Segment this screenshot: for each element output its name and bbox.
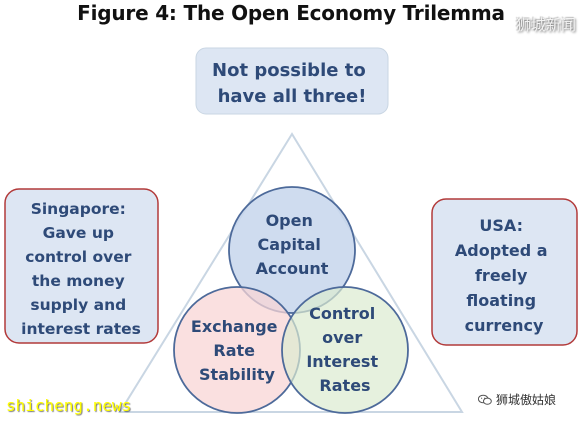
- usa-line: freely: [475, 266, 528, 285]
- figure-title: Figure 4: The Open Economy Trilemma: [77, 1, 505, 25]
- singapore-line: the money: [32, 272, 125, 290]
- open-capital-account-circle: [228, 186, 356, 314]
- interest-rates-line: Control: [309, 304, 375, 323]
- usa-box: [431, 198, 578, 346]
- open-capital-line: Account: [256, 259, 329, 278]
- singapore-line: interest rates: [21, 320, 141, 338]
- wechat-icon: [478, 394, 492, 405]
- interest-rates-line: Interest: [306, 352, 378, 371]
- usa-line: floating: [466, 291, 536, 310]
- usa-line: currency: [465, 316, 544, 335]
- svg-text:Control over Interest: Control over Interest Rates: [306, 304, 383, 395]
- exchange-rate-line: Rate: [213, 341, 255, 360]
- control-interest-rates-circle: [281, 286, 409, 414]
- singapore-box: [4, 188, 159, 344]
- callout-line: Not possible to: [212, 60, 366, 81]
- trilemma-triangle: [118, 132, 464, 413]
- watermark-top-right: 狮城新闻: [515, 16, 576, 34]
- usa-line: USA:: [479, 216, 523, 235]
- singapore-line: control over: [25, 248, 132, 266]
- callout-line: have all three!: [218, 86, 367, 107]
- svg-text:Singapore: Gave up con: Singapore: Gave up control over the mone…: [21, 200, 141, 338]
- svg-text:Open Capital Account: Open Capital Account: [256, 211, 329, 278]
- singapore-line: Gave up: [43, 224, 114, 242]
- watermark-account: 狮城傲姑娘: [478, 391, 556, 408]
- svg-text:Exchange Rate Stabilit: Exchange Rate Stability: [191, 317, 283, 384]
- watermark-account-text: 狮城傲姑娘: [496, 393, 557, 407]
- open-capital-line: Open: [266, 211, 313, 230]
- svg-text:USA: Adopted a freely: USA: Adopted a freely floating currency: [455, 216, 553, 335]
- usa-line: Adopted a: [455, 241, 548, 260]
- singapore-line: Singapore:: [31, 200, 126, 218]
- singapore-line: supply and: [30, 296, 126, 314]
- interest-rates-line: over: [322, 328, 362, 347]
- svg-text:Not possible to have all t: Not possible to have all three!: [212, 60, 372, 107]
- callout-box: [195, 47, 389, 115]
- interest-rates-line: Rates: [319, 376, 370, 395]
- open-capital-line: Capital: [258, 235, 321, 254]
- exchange-rate-line: Exchange: [191, 317, 278, 336]
- watermark-site: shicheng.news: [6, 396, 132, 415]
- exchange-rate-line: Stability: [199, 365, 276, 384]
